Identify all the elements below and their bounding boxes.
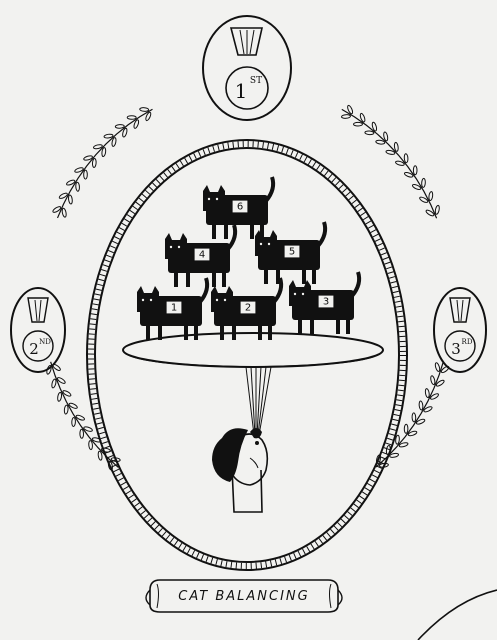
cat-number-label: 2 [245, 303, 251, 314]
medal-first-number: 1 [235, 79, 248, 103]
medal-third-number: 3 [451, 340, 461, 358]
cat-number-label: 6 [237, 202, 243, 213]
cat-pyramid: 1 2 3 4 5 6 [137, 176, 362, 340]
cat-number-label: 4 [199, 250, 205, 261]
medal-first-suffix: ST [250, 76, 262, 86]
cat-4: 4 [165, 224, 238, 287]
laurel-branches [46, 104, 450, 471]
balancing-tray [122, 332, 384, 368]
medal-first-place: 1 ST [202, 15, 292, 121]
medal-second-number: 2 [29, 340, 39, 358]
performer-head [212, 428, 269, 513]
cat-1: 1 [137, 277, 210, 340]
medal-third-suffix: RD [462, 338, 473, 346]
cat-number-label: 3 [323, 297, 329, 308]
cat-2: 2 [211, 277, 284, 340]
medal-second-place: 2 ND [10, 287, 66, 373]
cat-6: 6 [203, 176, 276, 239]
medal-third-place: 3 RD [433, 287, 487, 373]
cat-5: 5 [255, 221, 328, 284]
title-banner: CAT BALANCING [145, 579, 343, 613]
corner-arc [417, 589, 497, 640]
cat-3: 3 [289, 271, 362, 334]
medal-second-suffix: ND [39, 338, 51, 346]
cat-number-label: 1 [171, 303, 177, 314]
rope-oval-frame [86, 139, 408, 571]
cat-number-label: 5 [289, 247, 295, 258]
banner-title: CAT BALANCING [178, 589, 309, 604]
tray-support-strings [245, 366, 272, 436]
